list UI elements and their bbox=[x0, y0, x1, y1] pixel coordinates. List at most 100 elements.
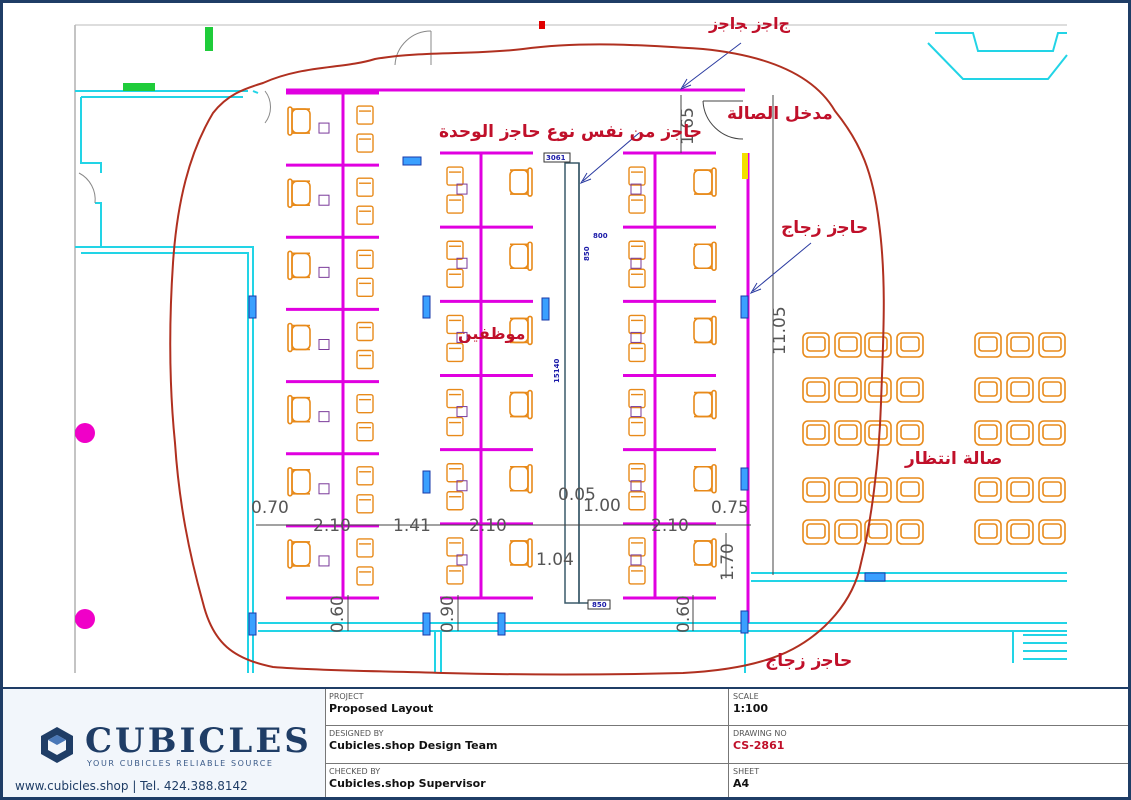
drawing-no-label: DRAWING NO bbox=[733, 729, 787, 738]
dimension-lines bbox=[256, 95, 774, 631]
glass-partition-outline bbox=[286, 88, 750, 623]
dim-165: 1.65 bbox=[678, 107, 698, 145]
chair-icon bbox=[693, 463, 717, 494]
scale-label: SCALE bbox=[733, 692, 759, 701]
waiting-chair-icon bbox=[864, 332, 892, 358]
project-value: Proposed Layout bbox=[329, 702, 434, 715]
desk-monitor-icon bbox=[628, 388, 646, 409]
desk-monitor-icon bbox=[628, 166, 646, 186]
workstation-column bbox=[440, 151, 533, 600]
dim-104: 1.04 bbox=[536, 550, 574, 570]
dim-060-b: 0.60 bbox=[674, 595, 694, 633]
waiting-chair-icon bbox=[974, 477, 1002, 503]
waiting-chair-icon bbox=[1006, 477, 1034, 503]
desk-monitor-icon bbox=[446, 416, 464, 437]
waiting-chair-icon bbox=[974, 377, 1002, 403]
chair-icon bbox=[693, 167, 717, 197]
desk-monitor-icon bbox=[446, 463, 464, 483]
desk-monitor-icon bbox=[356, 133, 374, 153]
checked-value: Cubicles.shop Supervisor bbox=[329, 777, 486, 790]
top-box-label: 3061 bbox=[546, 154, 566, 162]
leader-arrows bbox=[579, 42, 812, 295]
dim-210-b: 2.10 bbox=[469, 516, 507, 536]
box-a-label: 800 bbox=[593, 232, 608, 240]
dim-141: 1.41 bbox=[393, 516, 431, 536]
waiting-chair-icon bbox=[1038, 420, 1066, 446]
door-swing-1 bbox=[394, 30, 432, 66]
waiting-chair-icon bbox=[802, 377, 830, 403]
desk-monitor-icon bbox=[446, 491, 464, 511]
chair-icon bbox=[693, 315, 717, 346]
desk-monitor-icon bbox=[356, 321, 374, 342]
desk-monitor-icon bbox=[446, 342, 464, 363]
waiting-chair-icon bbox=[834, 332, 862, 358]
waiting-chair-icon bbox=[864, 519, 892, 545]
logo-panel: CUBICLES YOUR CUBICLES RELIABLE SOURCE w… bbox=[3, 689, 326, 797]
dim-1105: 11.05 bbox=[770, 306, 790, 355]
door-swing-entrance bbox=[702, 100, 744, 140]
dim-210-c: 2.10 bbox=[651, 516, 689, 536]
chair-icon bbox=[509, 463, 533, 494]
waiting-chair-icon bbox=[896, 420, 924, 446]
desk-monitor-icon bbox=[628, 314, 646, 335]
desk-monitor-icon bbox=[446, 194, 464, 214]
marker-green-1 bbox=[205, 27, 213, 51]
cube-logo-icon bbox=[41, 727, 73, 763]
dim-075: 0.75 bbox=[711, 498, 749, 518]
waiting-chair-icon bbox=[896, 519, 924, 545]
blue-blocks bbox=[248, 156, 886, 636]
waiting-chair-icon bbox=[802, 332, 830, 358]
desk-monitor-icon bbox=[446, 166, 464, 186]
waiting-chair-icon bbox=[896, 332, 924, 358]
waiting-chair-icon bbox=[834, 377, 862, 403]
desk-monitor-icon bbox=[446, 388, 464, 409]
scale-cell: SCALE 1:100 bbox=[729, 689, 1128, 726]
revision-cloud bbox=[169, 43, 885, 676]
waiting-chair-icon bbox=[974, 519, 1002, 545]
chair-icon bbox=[287, 250, 311, 281]
yellow-marker bbox=[742, 153, 748, 179]
designed-value: Cubicles.shop Design Team bbox=[329, 739, 498, 752]
chair-icon bbox=[693, 389, 717, 420]
waiting-chair-icon bbox=[896, 377, 924, 403]
chair-icon bbox=[509, 315, 533, 346]
note-movable-partition: ﺣﺎﺟﺯ ﻣﻦ ﻧﻔﺲ ﻧﻮﻉ ﺣﺎﺟﺯ ﺍﻟﻮﺣﺪﺓ bbox=[439, 122, 702, 142]
desk-monitor-icon bbox=[356, 466, 374, 486]
chair-icon bbox=[509, 538, 533, 568]
checked-cell: CHECKED BY Cubicles.shop Supervisor bbox=[325, 764, 729, 797]
desk-monitor-icon bbox=[628, 240, 646, 260]
chair-icon bbox=[693, 538, 717, 568]
desk-monitor-icon bbox=[356, 566, 374, 586]
chair-icon bbox=[287, 539, 311, 569]
sheet-label: SHEET bbox=[733, 767, 760, 776]
chair-icon bbox=[509, 241, 533, 272]
sheet-cell: SHEET A4 bbox=[729, 764, 1128, 797]
desk-monitor-icon bbox=[356, 205, 374, 225]
waiting-chair-icon bbox=[1038, 332, 1066, 358]
drawing-no-cell: DRAWING NO CS-2861 bbox=[729, 726, 1128, 764]
dim-170: 1.70 bbox=[718, 543, 738, 581]
waiting-chair-icon bbox=[974, 420, 1002, 446]
checked-label: CHECKED BY bbox=[329, 767, 381, 776]
waiting-chair-icon bbox=[864, 477, 892, 503]
project-label: PROJECT bbox=[329, 692, 364, 701]
waiting-chair-icon bbox=[974, 332, 1002, 358]
rail-length-label: 15140 bbox=[553, 359, 561, 383]
note-hall-entrance: ﻣﺪﺧﻞ ﺍﻟﺼﺎﻟﺔ bbox=[727, 104, 833, 124]
designed-label: DESIGNED BY bbox=[329, 729, 384, 738]
desk-monitor-icon bbox=[628, 565, 646, 585]
workstation-grid bbox=[286, 91, 717, 600]
project-cell: PROJECT Proposed Layout bbox=[325, 689, 729, 726]
waiting-chair-icon bbox=[1006, 519, 1034, 545]
column-marker-2 bbox=[75, 609, 95, 629]
note-employees: ﻣﻮﻇﻔﻴﻦ bbox=[458, 324, 525, 343]
desk-monitor-icon bbox=[628, 491, 646, 511]
desk-monitor-icon bbox=[356, 393, 374, 414]
waiting-chair-icon bbox=[864, 377, 892, 403]
desk-monitor-icon bbox=[628, 268, 646, 288]
desk-monitor-icon bbox=[628, 194, 646, 214]
scale-value: 1:100 bbox=[733, 702, 769, 715]
marker-red bbox=[539, 21, 545, 29]
waiting-chair-icon bbox=[896, 477, 924, 503]
box-b-label: 850 bbox=[583, 246, 591, 261]
